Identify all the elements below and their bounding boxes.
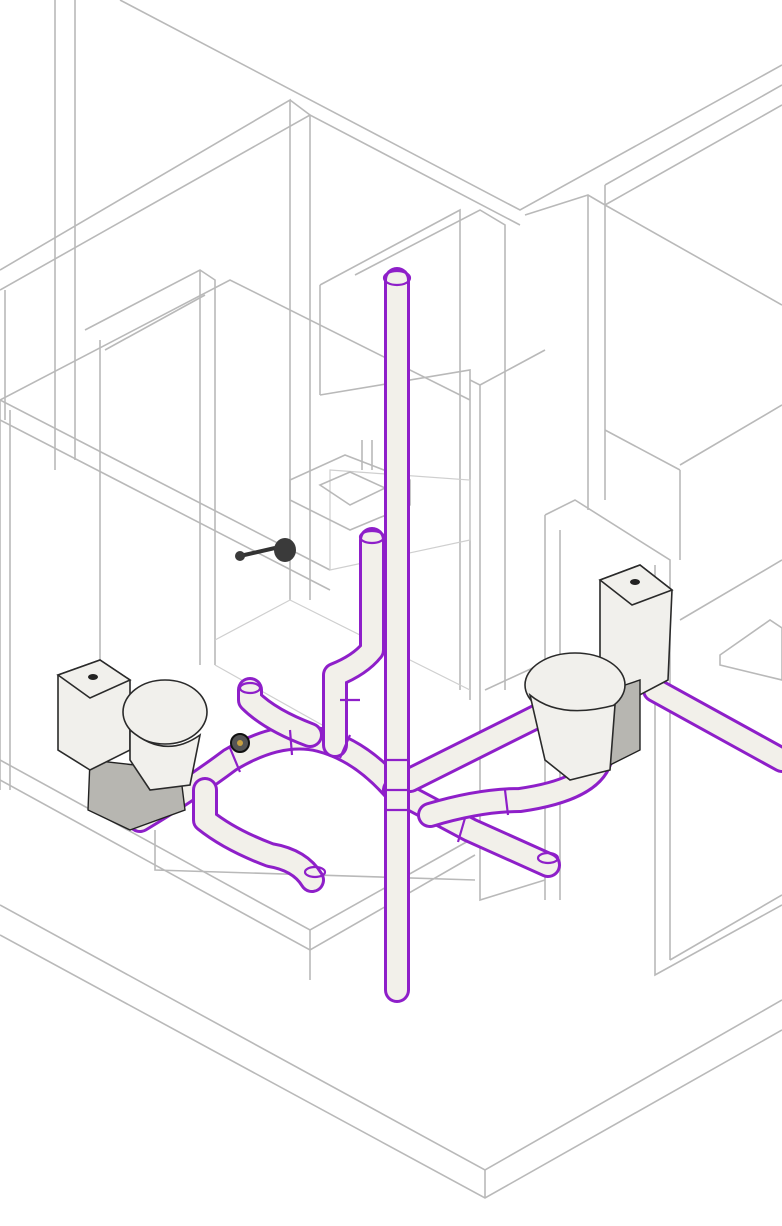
pipe-right-curve-fill <box>420 750 610 825</box>
pipe-right-toilet-fill <box>400 705 550 790</box>
pipe-joints <box>228 269 560 879</box>
pipe-right-main-fill <box>385 780 558 875</box>
pipe-far-right-fill <box>645 680 782 770</box>
pipe-left-trap-fill <box>195 780 322 890</box>
shower-head-icon <box>235 538 296 562</box>
pipe-left-branch-fill <box>130 727 405 830</box>
valve-icon <box>230 733 250 753</box>
drain-pipes <box>127 267 782 1003</box>
toilet-left-icon <box>56 659 208 831</box>
pipe-left-stub-fill <box>240 680 320 745</box>
toilet-right-icon <box>524 564 674 781</box>
pipe-sink-drop-fill <box>325 530 382 755</box>
floor-slab <box>0 904 782 1199</box>
